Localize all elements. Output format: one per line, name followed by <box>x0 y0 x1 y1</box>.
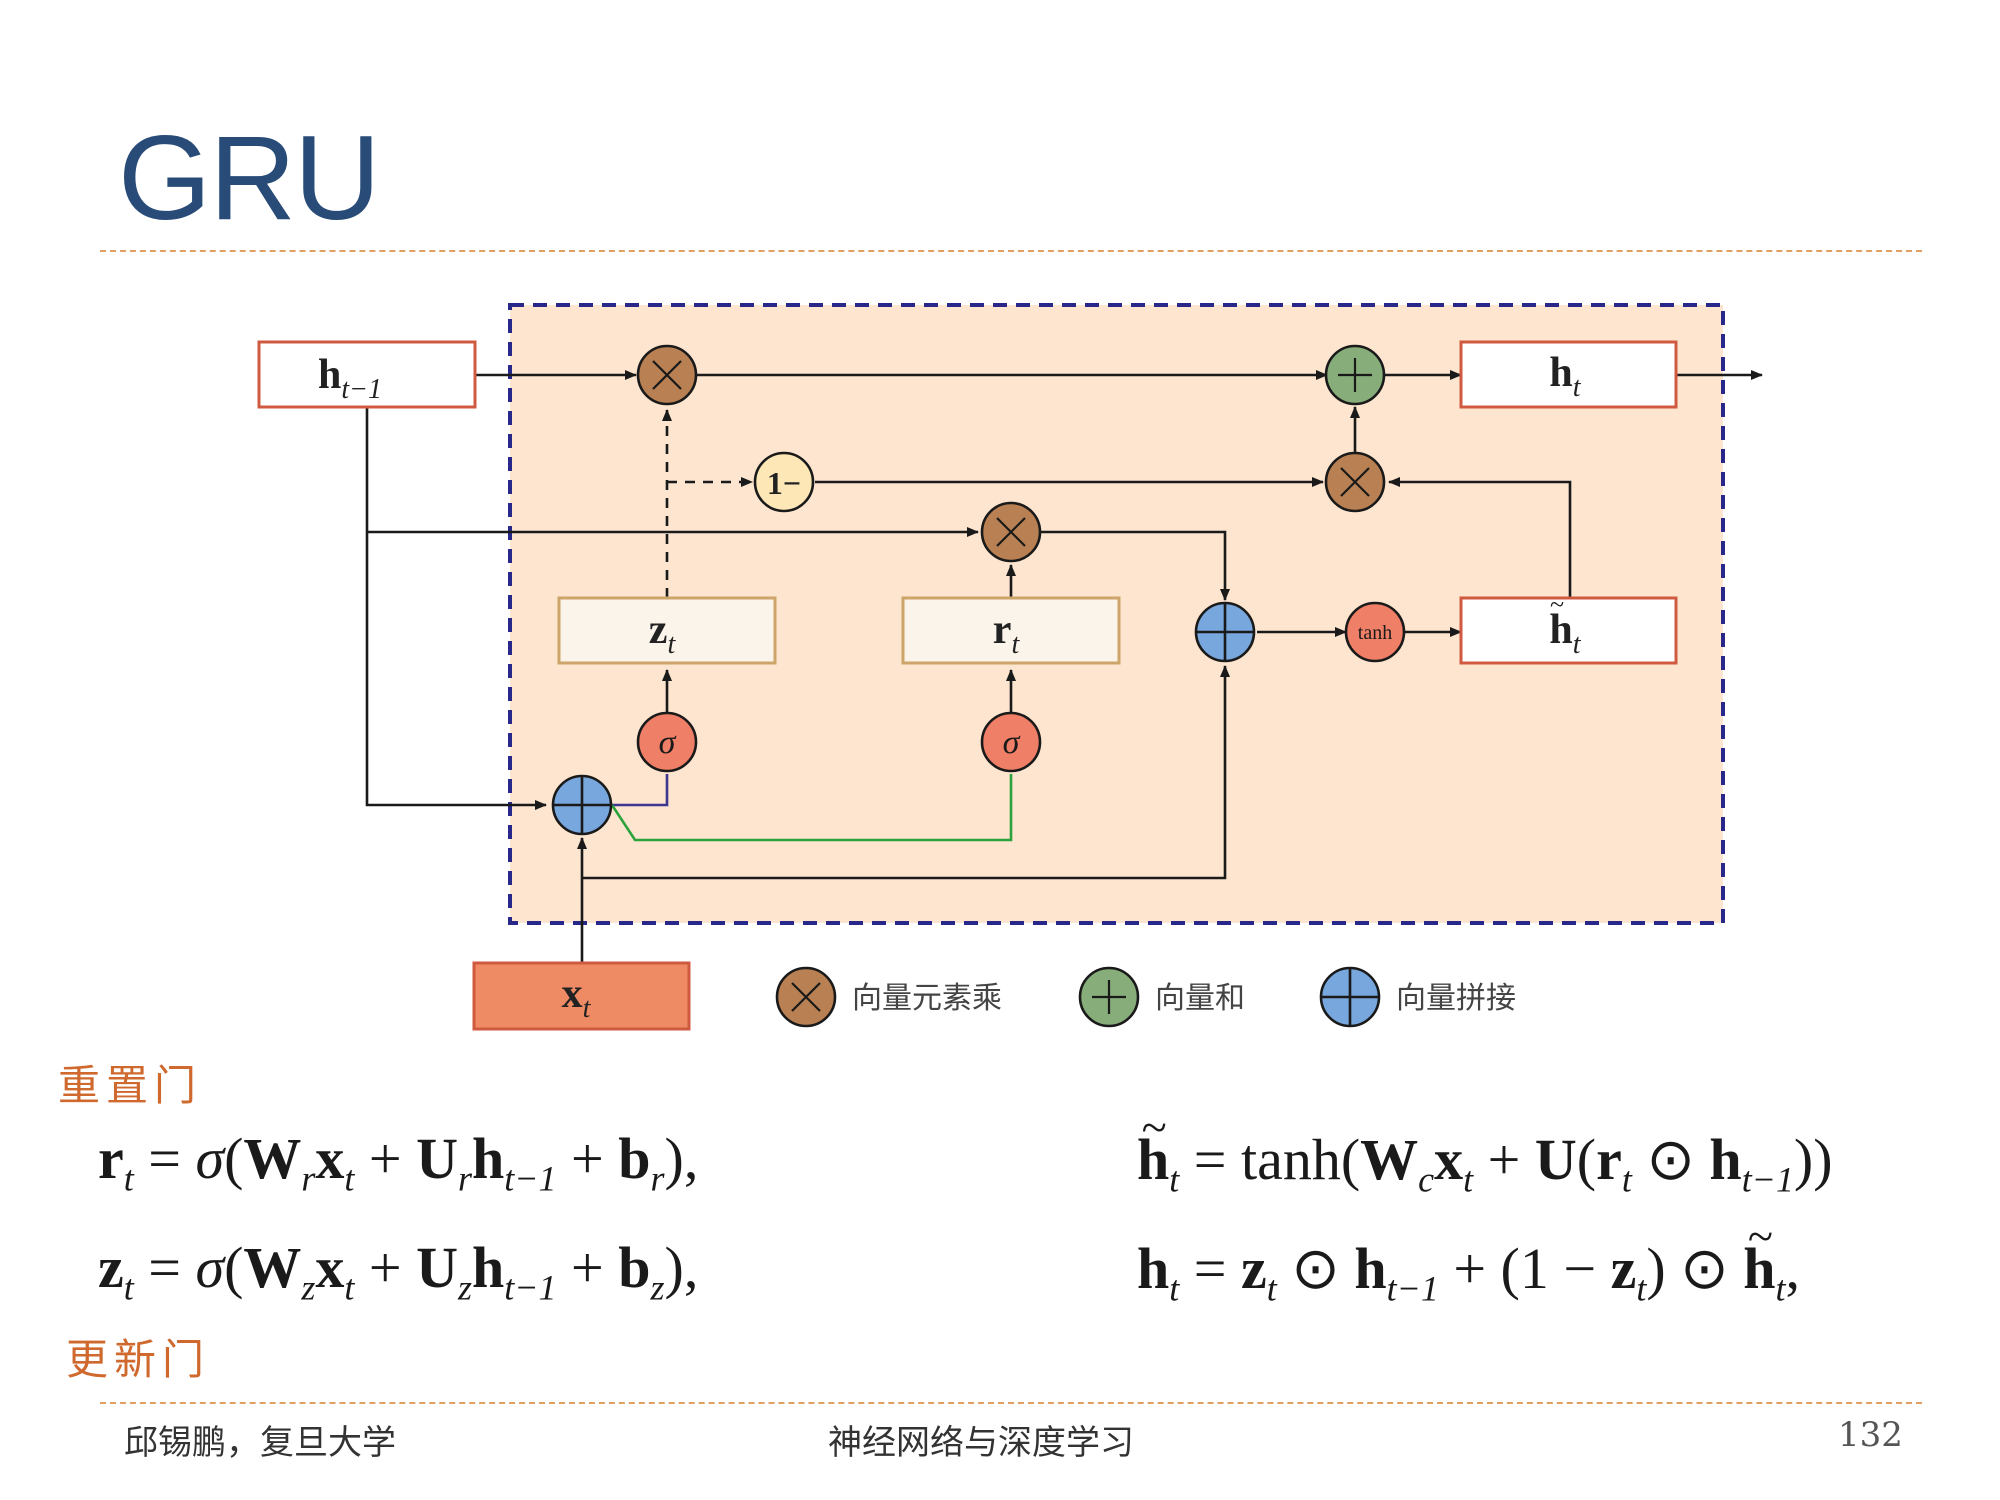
add-node <box>1324 344 1386 406</box>
gru-diagram: ht−1 ht zt rt ht ~ <box>257 303 1763 1031</box>
multiply-node-reset <box>980 501 1042 563</box>
footer-book-title: 神经网络与深度学习 <box>828 1423 1134 1463</box>
svg-text:1−: 1− <box>767 465 801 501</box>
multiply-node-mid <box>1324 451 1386 513</box>
legend-multiply-label: 向量元素乘 <box>852 981 1002 1016</box>
box-r-t: rt <box>901 596 1121 665</box>
equation-candidate-state: ht = tanh(Wcxt + U(rt ⊙ ht−1)) <box>1137 1102 1833 1201</box>
line-concat-to-sigma-z <box>612 774 669 807</box>
legend: 向量元素乘 向量和 向量拼接 <box>775 966 1516 1028</box>
svg-text:ht: ht <box>1549 607 1581 660</box>
sigma-node-update: σ <box>636 711 698 773</box>
legend-concat-label: 向量拼接 <box>1396 981 1516 1016</box>
tanh-node: tanh <box>1344 601 1406 663</box>
box-h-prev: ht−1 <box>257 340 477 409</box>
title-divider <box>100 250 1922 252</box>
box-h-t: ht <box>1459 340 1678 409</box>
concat-node-right <box>1194 601 1256 663</box>
line-xt-to-concatright <box>582 665 1230 880</box>
line-concat-to-sigma-r <box>610 774 1013 842</box>
equation-reset-gate: rt = σ(Wrxt + Urht−1 + br), <box>98 1126 699 1199</box>
slide-title: GRU <box>118 111 381 245</box>
line-htilde-to-mulmid <box>1388 477 1572 598</box>
box-h-tilde: ht ~ <box>1459 590 1678 665</box>
tilde-mark: ~ <box>1550 590 1564 619</box>
svg-text:xt: xt <box>562 971 592 1024</box>
box-x-t: xt <box>472 961 691 1031</box>
line-hprev-to-concat-left <box>365 407 547 810</box>
svg-text:σ: σ <box>659 724 677 761</box>
sigma-node-reset: σ <box>980 711 1042 773</box>
svg-text:zt: zt <box>649 607 677 660</box>
multiply-node-top <box>636 344 698 406</box>
footer-author: 邱锡鹏，复旦大学 <box>124 1423 396 1463</box>
equation-hidden-state: ht = zt ⊙ ht−1 + (1 − zt) ⊙ ht, <box>1137 1211 1800 1310</box>
svg-text:ht: ht <box>1549 350 1581 403</box>
legend-multiply-icon <box>775 966 837 1028</box>
page-number: 132 <box>1838 1415 1903 1455</box>
one-minus-node: 1− <box>753 451 815 513</box>
equation-update-gate: zt = σ(Wzxt + Uzht−1 + bz), <box>98 1235 699 1308</box>
svg-text:σ: σ <box>1003 724 1021 761</box>
legend-add-icon <box>1078 966 1140 1028</box>
footer-divider <box>100 1402 1922 1404</box>
svg-text:ht−1: ht−1 <box>318 352 382 405</box>
concat-node-left <box>551 774 613 836</box>
line-mulright-to-concatright <box>1040 530 1230 601</box>
svg-text:rt: rt <box>993 607 1021 660</box>
update-gate-label: 更新门 <box>66 1335 211 1384</box>
svg-text:tanh: tanh <box>1358 622 1392 644</box>
legend-add-label: 向量和 <box>1155 981 1245 1016</box>
reset-gate-label: 重置门 <box>58 1061 203 1110</box>
legend-concat-icon <box>1319 966 1381 1028</box>
box-z-t: zt <box>557 596 777 665</box>
